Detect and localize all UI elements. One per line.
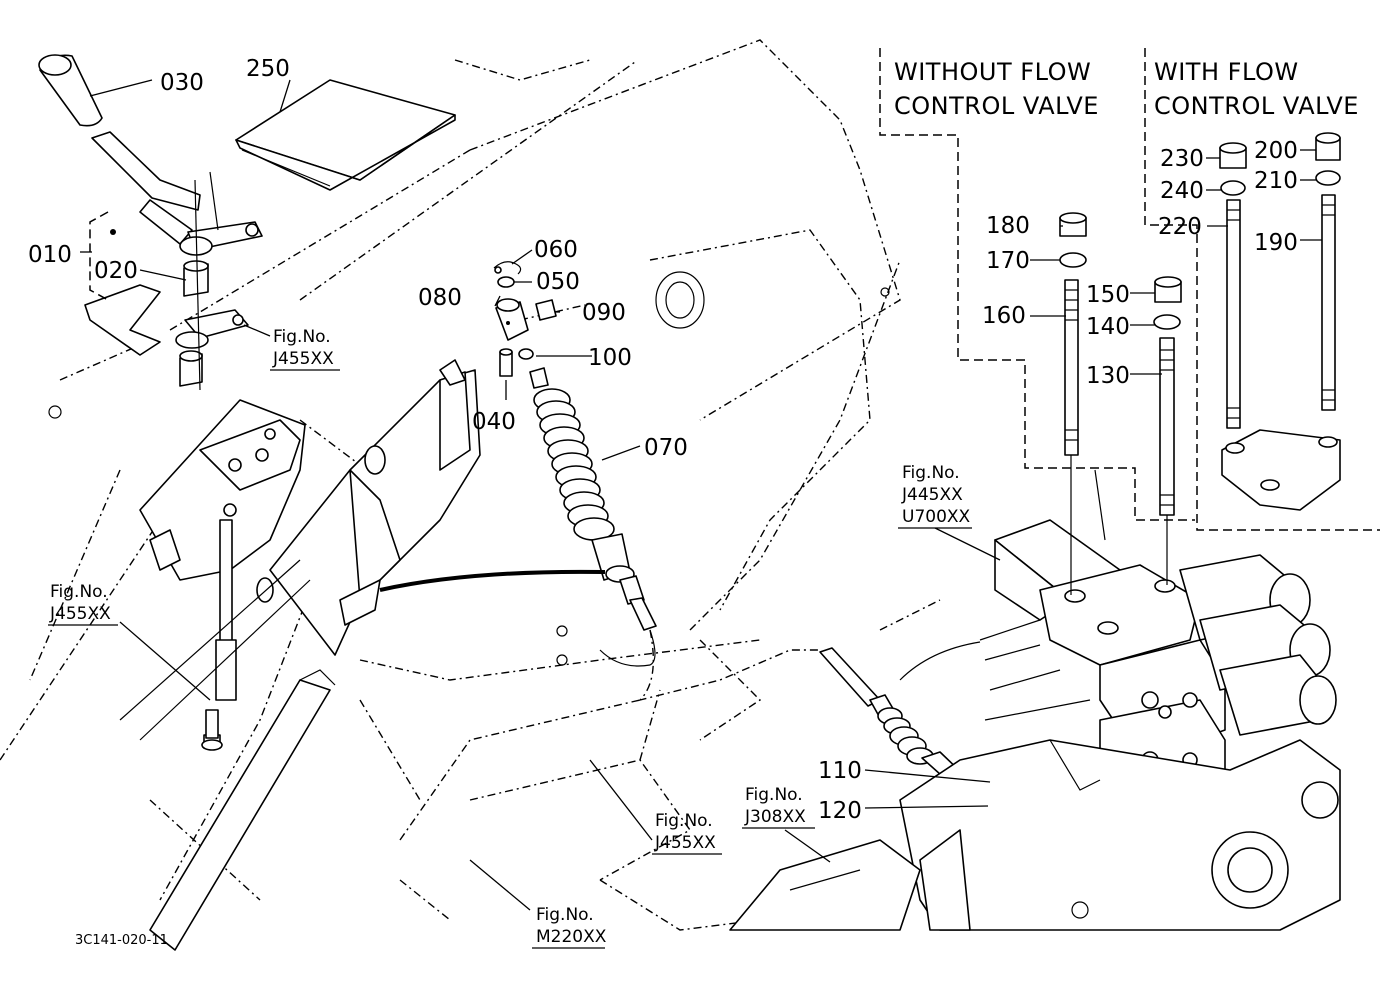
label-230: 230 xyxy=(1160,146,1204,172)
label-160: 160 xyxy=(982,303,1026,329)
cable-boot xyxy=(529,367,657,631)
header-without-line1: WITHOUT FLOW xyxy=(894,58,1091,86)
label-010: 010 xyxy=(28,242,72,268)
ref-3-code: J455XX xyxy=(654,833,716,853)
ref-5-label: Fig.No. xyxy=(745,785,803,805)
figure-refs: Fig.No. J455XX Fig.No. J455XX Fig.No. J4… xyxy=(48,327,972,949)
ref-4-code: M220XX xyxy=(536,927,607,947)
ref-6-label: Fig.No. xyxy=(902,463,960,483)
label-030: 030 xyxy=(160,70,204,96)
ref-1-label: Fig.No. xyxy=(273,327,331,347)
manual-book-250 xyxy=(235,79,456,191)
label-190: 190 xyxy=(1254,230,1298,256)
label-170: 170 xyxy=(986,248,1030,274)
label-020: 020 xyxy=(94,258,138,284)
header-with-line2: CONTROL VALVE xyxy=(1154,92,1359,120)
label-240: 240 xyxy=(1160,178,1204,204)
label-140: 140 xyxy=(1086,314,1130,340)
diagram-code: 3C141-020-11 xyxy=(75,933,168,948)
studs-with-flow xyxy=(1219,132,1341,511)
header-without-line2: CONTROL VALVE xyxy=(894,92,1099,120)
ref-2-code: J455XX xyxy=(49,604,111,624)
label-090: 090 xyxy=(582,300,626,326)
label-220: 220 xyxy=(1158,214,1202,240)
ref-5-code: J308XX xyxy=(744,807,806,827)
label-120: 120 xyxy=(818,798,862,824)
ref-6-code2: U700XX xyxy=(902,507,971,527)
label-070: 070 xyxy=(644,435,688,461)
label-130: 130 xyxy=(1086,363,1130,389)
label-150: 150 xyxy=(1086,282,1130,308)
leader-lines xyxy=(80,79,1322,911)
console-frame xyxy=(119,359,481,951)
ref-4-label: Fig.No. xyxy=(536,905,594,925)
label-110: 110 xyxy=(818,758,862,784)
ref-2-label: Fig.No. xyxy=(50,582,108,602)
part-labels: 030 250 010 020 060 050 080 090 100 040 … xyxy=(28,56,1298,824)
ref-1-code: J455XX xyxy=(272,349,334,369)
label-080: 080 xyxy=(418,285,462,311)
section-with-flow xyxy=(1144,48,1380,531)
label-250: 250 xyxy=(246,56,290,82)
label-180: 180 xyxy=(986,213,1030,239)
label-200: 200 xyxy=(1254,138,1298,164)
cable-070 xyxy=(379,261,820,702)
label-050: 050 xyxy=(536,269,580,295)
valve-block xyxy=(729,519,1341,931)
label-210: 210 xyxy=(1254,168,1298,194)
ref-3-label: Fig.No. xyxy=(655,811,713,831)
label-040: 040 xyxy=(472,409,516,435)
lever-assembly xyxy=(38,54,306,751)
label-060: 060 xyxy=(534,237,578,263)
studs-without-flow xyxy=(1059,212,1182,595)
ref-6-code1: J445XX xyxy=(901,485,963,505)
header-with-line1: WITH FLOW xyxy=(1154,58,1299,86)
label-100: 100 xyxy=(588,345,632,371)
section-without-flow xyxy=(879,48,1195,521)
section-headers: WITHOUT FLOW CONTROL VALVE WITH FLOW CON… xyxy=(894,58,1359,120)
